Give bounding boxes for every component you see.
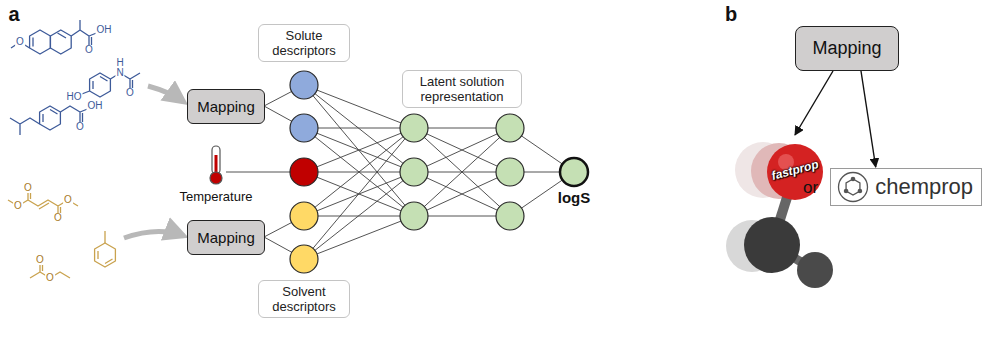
connector-arrow (795, 71, 833, 135)
atom-label: O (84, 45, 94, 55)
mapping-box: Mapping (187, 220, 265, 255)
bond-lines (10, 106, 95, 135)
atom-label: OH (87, 101, 104, 111)
solvent-molecules (8, 188, 115, 278)
thermometer-tube (212, 146, 220, 174)
atom-label: OH (96, 25, 113, 35)
panel-letter: a (8, 4, 19, 24)
network-link (304, 85, 414, 172)
icon-dot (844, 189, 849, 194)
network-link (304, 128, 414, 259)
atom-label: O (23, 183, 33, 193)
node-text: logS (552, 189, 596, 206)
network-link (304, 85, 414, 128)
neuron-circle (496, 202, 524, 230)
thermometer-bulb (210, 172, 222, 184)
atom-label: O (35, 255, 45, 265)
atom-label: O (125, 88, 135, 98)
network-link (304, 128, 414, 172)
network-link (414, 128, 510, 172)
node-text: Mapping (197, 229, 255, 246)
aromatic-ring (50, 30, 71, 54)
mapping-box: Mapping (795, 26, 898, 71)
carbon-ball (797, 252, 833, 288)
connector-word: or (803, 179, 818, 196)
oxygen-ball (767, 144, 823, 200)
input-arrow (124, 231, 184, 238)
bond-lines (8, 188, 78, 218)
thermometer-icon (210, 146, 222, 184)
network-link (304, 216, 414, 259)
output-neuron: logS (552, 156, 596, 212)
connector-arrow (861, 71, 876, 167)
neuron-circle (290, 71, 318, 99)
network-link (304, 128, 414, 172)
neuron-circle (290, 202, 318, 230)
atom-label: O (53, 213, 63, 223)
atom-label: O (45, 273, 55, 283)
carbon-ball (744, 217, 800, 273)
output-circle-shape (560, 158, 588, 186)
icon-dot (858, 189, 863, 194)
network-link (304, 128, 414, 216)
output-circle (552, 156, 596, 188)
atom-label: HO (66, 92, 83, 102)
node-text: Mapping (197, 98, 255, 115)
atom-label: H (115, 58, 124, 68)
icon-ring (839, 173, 868, 202)
solute-molecules (10, 20, 140, 135)
atom-label: O (75, 122, 85, 132)
bond-lines (98, 231, 113, 264)
mapping-box: Mapping (187, 89, 265, 124)
chemprop-logo-box: chemprop (830, 168, 982, 206)
network-link (414, 128, 510, 172)
icon-hexagon (846, 179, 860, 195)
atom-label: O (13, 201, 23, 211)
network-link (304, 85, 414, 216)
fastprop-logo (726, 142, 833, 288)
chemprop-icon (837, 171, 869, 203)
atom-label: N (115, 68, 124, 78)
neural-network (226, 71, 574, 273)
atom-label: O (63, 195, 73, 205)
latent-box: Latent solution representation (402, 70, 522, 108)
bond-lines (74, 63, 140, 97)
neuron-circle (496, 114, 524, 142)
network-link (304, 128, 414, 129)
neuron-circle (290, 158, 318, 186)
node-text: Solute descriptors (264, 28, 344, 58)
neuron-circle (290, 245, 318, 273)
node-text: Latent solution representation (408, 74, 516, 104)
input-arrow (148, 86, 184, 102)
fastprop-logo-node: fastprop (740, 136, 850, 296)
neuron-circle (496, 158, 524, 186)
descriptor-box: Solute descriptors (258, 24, 350, 62)
neuron-circle (400, 202, 428, 230)
panel-letter: b (725, 4, 737, 24)
network-link (304, 128, 414, 216)
neuron-circle (290, 114, 318, 142)
network-link (414, 172, 510, 216)
network-link (304, 172, 414, 259)
node-text: chemprop (875, 174, 973, 200)
node-text: Mapping (812, 38, 881, 59)
icon-dot (851, 177, 856, 182)
input-label: Temperature (180, 190, 253, 203)
descriptor-box: Solvent descriptors (258, 280, 350, 318)
atom-label: O (15, 37, 25, 47)
neuron-circle (400, 114, 428, 142)
node-text: Solvent descriptors (264, 284, 344, 314)
network-link (414, 172, 510, 216)
neuron-circle (400, 158, 428, 186)
